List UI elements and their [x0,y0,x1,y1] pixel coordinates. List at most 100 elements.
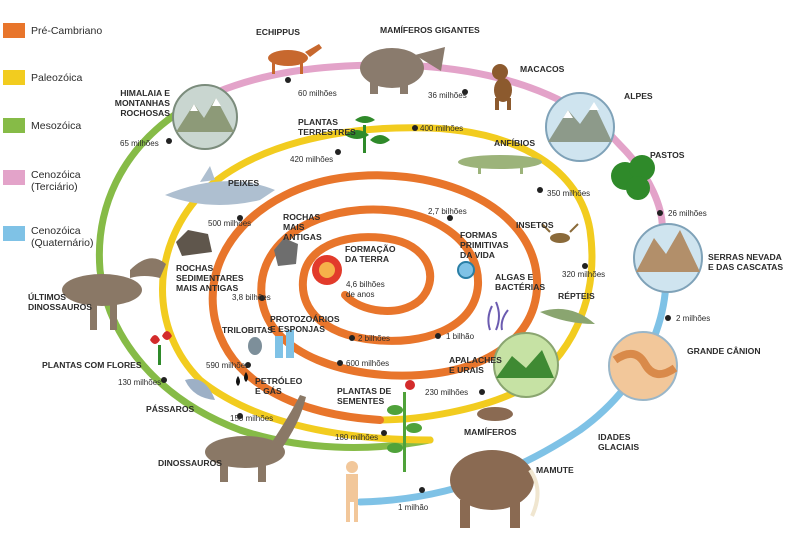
dot-2-7b [447,215,453,221]
amphibian-icon [458,155,542,174]
reptile-lizard-icon [540,308,595,324]
age-26m: 26 milhões [668,209,707,218]
label-insetos: INSETOS [516,220,554,230]
label-mamiferos: MAMÍFEROS [464,427,517,437]
dot-600m [337,360,343,366]
seed-plant-icon [387,380,422,472]
age-1b: 1 bilhão [446,332,475,341]
label-passaros: PÁSSAROS [146,404,194,414]
legend-swatch-mesozoic [3,118,25,133]
echippus-icon [268,44,322,74]
label-peixes: PEIXES [228,178,259,188]
human-icon [346,461,358,522]
age-600m: 600 milhões [346,359,389,368]
dot-1m [419,487,425,493]
age-320m: 320 milhões [562,270,605,279]
age-2m: 2 milhões [676,314,710,323]
legend-swatch-paleozoic [3,70,25,85]
dot-320m [582,263,588,269]
age-2-7b: 2,7 bilhões [428,207,467,216]
dot-65m [166,138,172,144]
grass-bush-icon [611,155,655,200]
legend-swatch-tertiary [3,170,25,185]
legend-label-quaternary: Cenozóica(Quaternário) [31,225,93,249]
illustrations [62,44,703,528]
alps-icon [545,92,615,162]
appalachian-mountains-icon [493,332,559,398]
band-quaternary [356,231,670,506]
label-pastos: PASTOS [650,150,685,160]
age-180m: 180 milhões [335,433,378,442]
monkey-icon [492,64,512,110]
giant-mammal-icon [360,47,445,94]
label-echippus: ECHIPPUS [256,27,300,37]
dot-350m [537,187,543,193]
band-mesozoic [95,106,434,451]
legend-swatch-precambrian [3,23,25,38]
label-anfibios: ANFÍBIOS [494,138,535,148]
age-150m: 150 milhões [230,414,273,423]
oil-gas-drops-icon [236,372,248,386]
dinosaur-sauropod-icon [205,395,306,482]
dot-400m [412,125,418,131]
dot-26m [657,210,663,216]
dot-2m [665,315,671,321]
earth-icon-core [319,262,335,278]
label-grande-canion: GRANDE CÂNION [687,345,761,356]
legend-label-mesozoic: Mesozóica [31,120,81,132]
age-350m: 350 milhões [547,189,590,198]
age-65m: 65 milhões [120,139,159,148]
land-plants-icon [345,116,390,153]
age-400m: 400 milhões [420,124,463,133]
dot-60m [285,77,291,83]
label-repteis: RÉPTEIS [558,291,595,301]
last-dinosaurs-trex-icon [62,258,166,330]
legend-label-precambrian: Pré-Cambriano [31,25,102,37]
dot-2b [349,335,355,341]
dot-1b [435,333,441,339]
flowering-plant-icon [150,331,172,365]
label-alpes: ALPES [624,91,653,101]
age-3-8b: 3,8 bilhões [232,293,271,302]
age-500m: 500 milhões [208,219,251,228]
dot-420m [335,149,341,155]
dot-130m [161,377,167,383]
dot-3-8b [259,295,265,301]
legend: Pré-Cambriano Paleozóica Mesozóica Cenoz… [3,23,102,249]
dot-500m [237,215,243,221]
label-plantas-com-flores: PLANTAS COM FLORES [42,360,142,370]
legend-label-tertiary: Cenozóica(Terciário) [31,169,81,193]
insect-icon [541,223,579,243]
age-60m: 60 milhões [298,89,337,98]
dot-150m [237,413,243,419]
trilobite-icon [248,337,262,355]
sierra-mountains-icon [633,223,703,293]
dot-180m [381,430,387,436]
dot-230m [479,389,485,395]
label-trilobitas: TRILOBITAS [222,325,273,335]
fish-shark-icon [165,166,275,205]
mammal-icon [477,407,513,421]
label-macacos: MACACOS [520,64,565,74]
label-mamiferos-gigantes: MAMÍFEROS GIGANTES [380,25,480,35]
primitive-cell-icon [457,261,475,279]
legend-label-paleozoic: Paleozóica [31,72,83,84]
grand-canyon-icon [608,331,678,401]
age-2b: 2 bilhões [358,334,390,343]
legend-swatch-quaternary [3,226,25,241]
sedimentary-rocks-icon [176,230,212,256]
